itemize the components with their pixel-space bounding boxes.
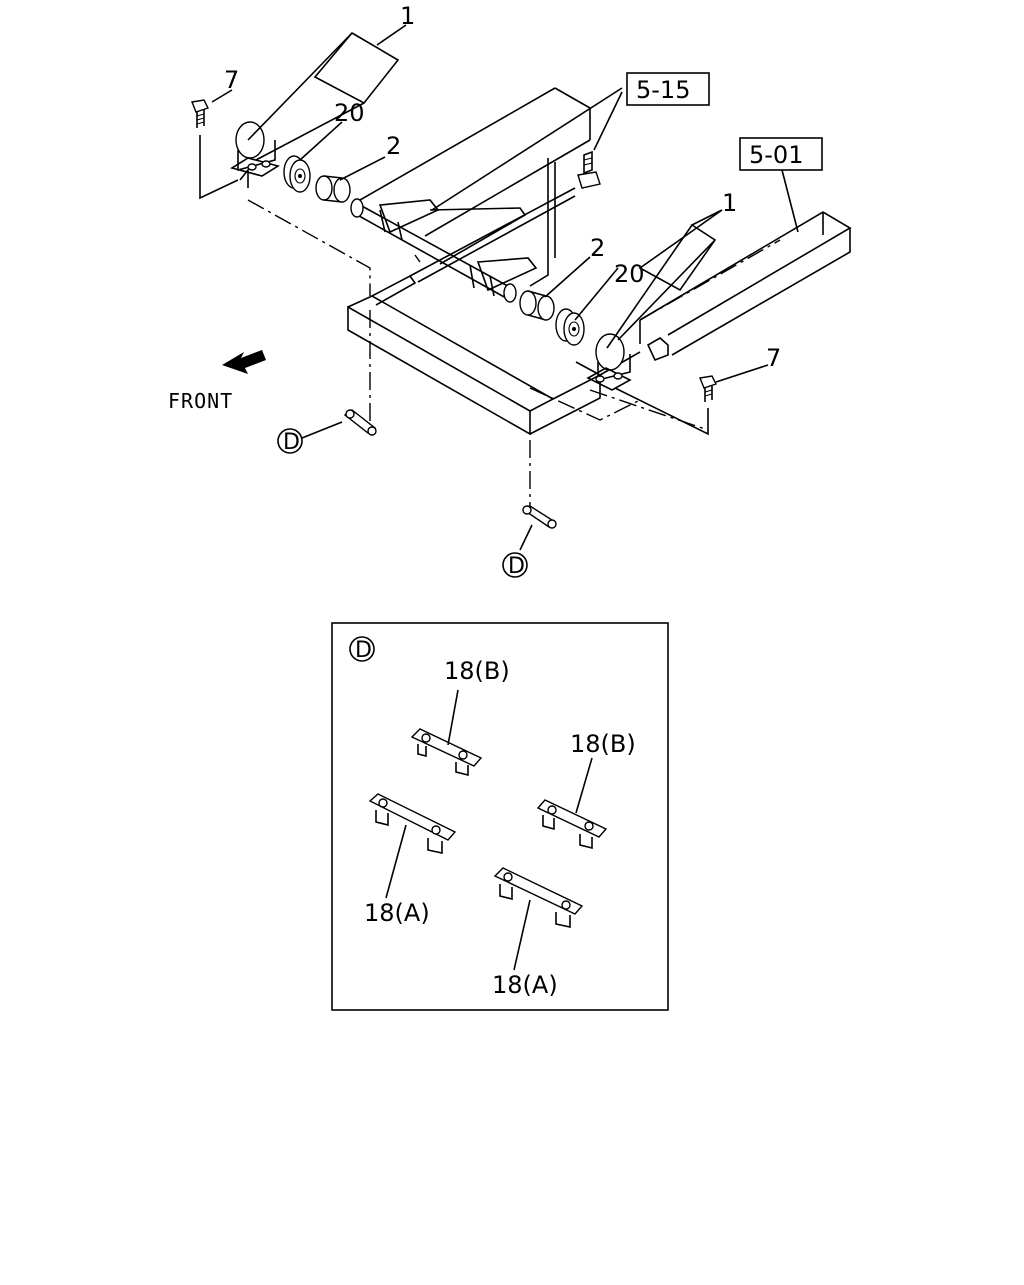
ref-5-15: 5-15 [636,76,690,104]
plate-18a-left [368,793,457,899]
detail-d-callout-bottom: D [502,552,528,579]
plate-18b-right [536,757,608,850]
leader-lines [211,24,799,383]
left-sleeve-part-2 [315,175,351,203]
left-mount-assembly [191,99,371,296]
detail-d-box: D [331,622,669,1011]
ref-5-15-box [626,72,710,106]
label-18b-right: 18(B) [570,730,636,758]
left-plate-d [301,310,377,439]
right-mount-assembly [519,290,717,436]
left-bushing-part-20 [283,155,311,193]
label-18a-left: 18(A) [364,899,430,927]
label-part-2-right: 2 [590,234,605,262]
plate-18a-bottom [493,867,584,971]
label-18b-upper: 18(B) [444,657,510,685]
label-part-20-left: 20 [334,99,365,127]
detail-d-title: D [355,638,372,663]
right-bushing-part-20 [555,308,585,346]
label-part-7-right: 7 [766,344,781,372]
front-arrow-icon [222,350,266,374]
label-part-1-left: 1 [400,2,415,30]
label-part-2-left: 2 [386,132,401,160]
label-part-7-left: 7 [224,66,239,94]
ref-5-01-box [739,137,823,171]
right-bracket-part-1 [586,333,632,391]
bottom-plate-d [519,440,557,551]
left-bolt-part-7 [191,99,209,128]
upper-bolt [577,150,601,189]
front-label: FRONT [168,389,233,413]
label-18a-bottom: 18(A) [492,971,558,999]
crossmember [347,87,852,436]
svg-text:D: D [508,554,525,579]
ref-5-01: 5-01 [749,141,803,169]
svg-text:D: D [283,430,300,455]
plate-18b-upper [410,689,483,777]
detail-d-callout-left: D [277,428,303,455]
right-bolt-part-7 [699,375,717,402]
label-part-20-right: 20 [614,260,645,288]
label-part-1-right: 1 [722,189,737,217]
right-sleeve-part-2 [519,290,555,321]
